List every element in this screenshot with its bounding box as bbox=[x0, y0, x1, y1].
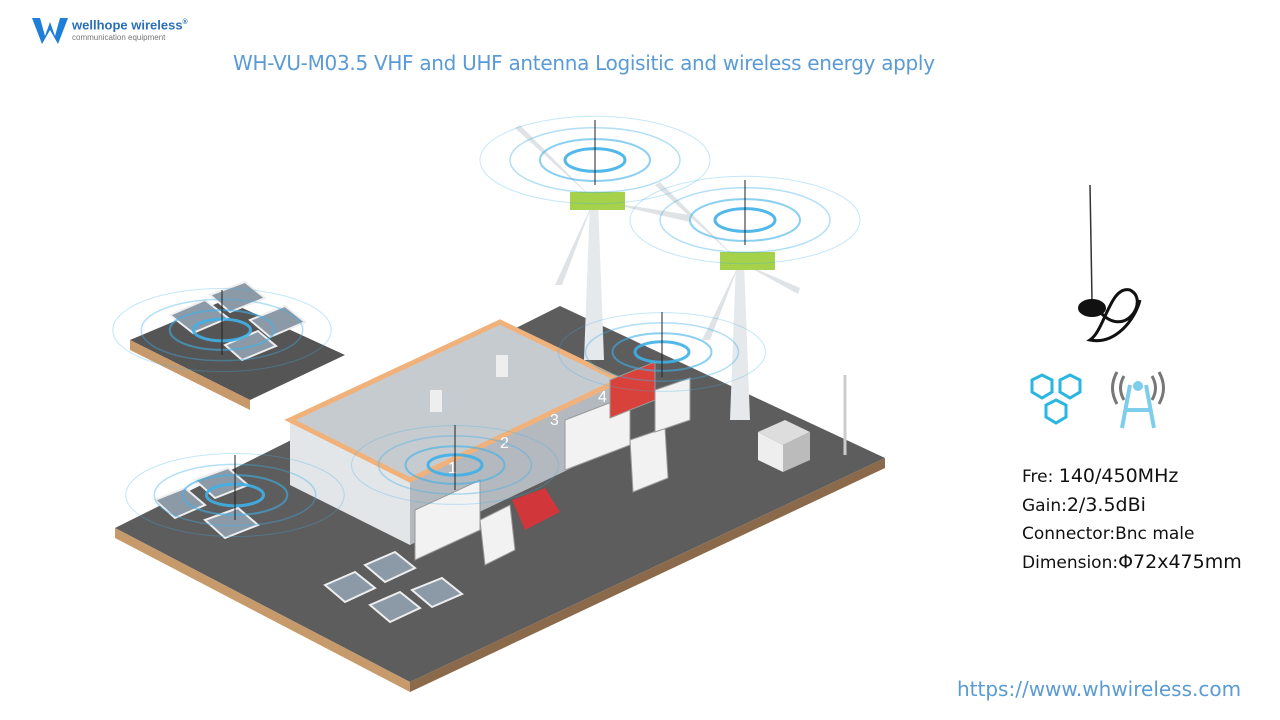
signal-rings bbox=[629, 175, 861, 265]
signal-rings bbox=[125, 452, 345, 538]
signal-rings bbox=[558, 312, 766, 392]
page-title: WH-VU-M03.5 VHF and UHF antenna Logisiti… bbox=[233, 51, 935, 75]
wind-turbine bbox=[655, 182, 800, 420]
guard-house bbox=[758, 420, 810, 472]
signal-rings bbox=[112, 287, 332, 373]
bay-number-1: 1 bbox=[448, 460, 457, 477]
bay-number-3: 3 bbox=[550, 412, 559, 429]
signal-rings bbox=[351, 425, 559, 505]
spec-frequency: Fre: 140/450MHz bbox=[1022, 465, 1179, 487]
logo: wellhope wireless® communication equipme… bbox=[30, 14, 188, 44]
spec-dimension: Dimension:Φ72x475mm bbox=[1022, 551, 1242, 573]
logo-name: wellhope wireless® bbox=[72, 17, 188, 33]
spec-gain: Gain:2/3.5dBi bbox=[1022, 494, 1146, 516]
solar-panels bbox=[153, 280, 464, 624]
logo-tagline: communication equipment bbox=[72, 32, 166, 42]
radio-tower-icon bbox=[1111, 371, 1165, 429]
antenna-product-image bbox=[1078, 184, 1142, 343]
trucks bbox=[414, 361, 691, 566]
car bbox=[512, 488, 560, 530]
bay-number-2: 2 bbox=[500, 435, 509, 452]
signal-rings bbox=[479, 115, 711, 205]
spec-connector: Connector:Bnc male bbox=[1022, 524, 1195, 544]
wind-turbine bbox=[515, 125, 690, 360]
specs-list: Fre: 140/450MHz Gain:2/3.5dBi Connector:… bbox=[1022, 462, 1242, 577]
hexagon-network-icon bbox=[1030, 373, 1082, 425]
logo-w-icon bbox=[32, 18, 68, 44]
bay-number-4: 4 bbox=[598, 389, 607, 406]
website-link[interactable]: https://www.whwireless.com bbox=[957, 677, 1242, 701]
